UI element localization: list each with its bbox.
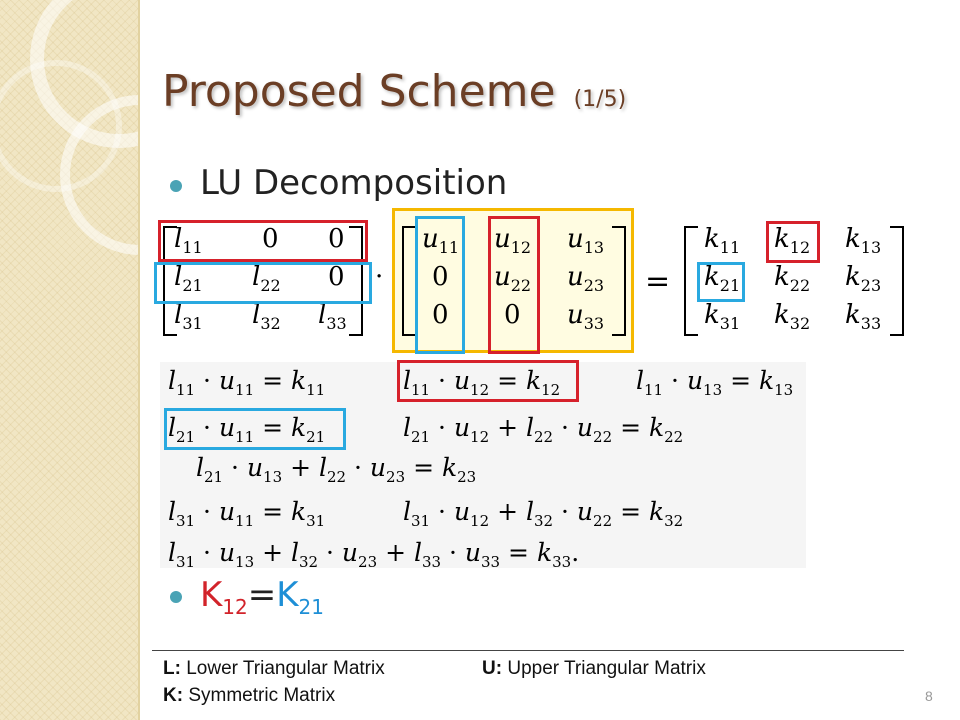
left-bracket [684, 226, 698, 336]
matrix-l-cell: l33 [318, 300, 347, 334]
bullet-lu-decomposition: LU Decomposition [200, 163, 508, 203]
k12-highlight [766, 221, 820, 263]
matrix-l-cell: 0 [328, 224, 345, 254]
k21-label: K21 [276, 575, 324, 619]
matrix-u-cell: u23 [567, 262, 605, 296]
page-number: 8 [925, 688, 933, 704]
matrix-u-cell: 0 [432, 262, 449, 292]
multiply-dot: · [375, 262, 384, 292]
right-bracket [612, 226, 626, 336]
matrix-k-cell: k23 [845, 262, 882, 296]
k21-highlight [697, 262, 745, 302]
matrix-k-cell: k31 [704, 300, 741, 334]
l-row2-highlight [154, 262, 372, 304]
legend-symmetric-text: Symmetric Matrix [188, 685, 336, 706]
matrix-u-cell: u11 [422, 224, 460, 258]
matrix-l-cell: l22 [252, 262, 281, 296]
matrix-l-cell: 0 [262, 224, 279, 254]
equation: l11 · u11 = k11 [168, 366, 326, 399]
symmetry-equals: = [247, 575, 277, 615]
eq-k12-highlight [397, 360, 579, 402]
legend-upper-key: U: [482, 658, 503, 679]
matrix-k-cell: k12 [774, 224, 811, 258]
matrix-k-cell: k33 [845, 300, 882, 334]
right-bracket [890, 226, 904, 336]
matrix-k-cell: k13 [845, 224, 882, 258]
k12-label: K12 [200, 575, 248, 619]
matrix-k-cell: k21 [704, 262, 741, 296]
equation: l11 · u13 = k13 [636, 366, 794, 399]
matrix-l-cell: l31 [174, 300, 203, 334]
bullet-dot [170, 591, 182, 603]
k21-subscript: 21 [298, 594, 324, 619]
equation: l31 · u11 = k31 [168, 497, 326, 530]
equation: l21 · u11 = k21 [168, 413, 326, 446]
l-row1-highlight [158, 220, 368, 262]
matrix-k-cell: k32 [774, 300, 811, 334]
matrix-l-cell: l21 [174, 262, 203, 296]
eq-k21-highlight [164, 408, 346, 450]
legend-symmetric: K: Symmetric Matrix [163, 685, 335, 707]
legend-lower: L: Lower Triangular Matrix [163, 658, 385, 680]
equation-block [160, 362, 806, 568]
equation: l11 · u12 = k12 [403, 366, 561, 399]
u-col1-highlight [415, 216, 465, 354]
matrix-k-cell: k11 [704, 224, 741, 258]
equation: l21 · u12 + l22 · u22 = k22 [403, 413, 684, 446]
legend-symmetric-key: K: [163, 685, 184, 706]
equals-sign: = [645, 264, 671, 299]
matrix-u-cell: 0 [504, 300, 521, 330]
right-bracket [349, 226, 363, 336]
matrix-u-cell: u33 [567, 300, 605, 334]
k12-letter: K [200, 575, 223, 615]
slide-title-counter: (1/5) [573, 87, 627, 112]
matrix-u-cell: u12 [494, 224, 532, 258]
bullet-dot [170, 180, 182, 192]
decorative-sidebar [0, 0, 140, 720]
matrix-u-cell: u13 [567, 224, 605, 258]
symmetry-statement: K12=K21 [200, 575, 324, 619]
equation: l21 · u13 + l22 · u23 = k23 [196, 453, 477, 486]
k21-letter: K [276, 575, 299, 615]
matrix-k-cell: k22 [774, 262, 811, 296]
matrix-u-cell: u22 [494, 262, 532, 296]
left-bracket [163, 226, 177, 336]
matrix-l-cell: l32 [252, 300, 281, 334]
decorative-circle [0, 60, 122, 192]
equation: l31 · u13 + l32 · u23 + l33 · u33 = k33. [168, 538, 580, 571]
u-col2-highlight [488, 216, 540, 354]
left-bracket [402, 226, 416, 336]
equation: l31 · u12 + l32 · u22 = k32 [403, 497, 684, 530]
footer-divider [152, 650, 904, 651]
slide-title: Proposed Scheme (1/5) [162, 66, 626, 117]
sidebar-edge [138, 0, 140, 720]
matrix-u-cell: 0 [432, 300, 449, 330]
k12-subscript: 12 [222, 594, 248, 619]
legend-lower-key: L: [163, 658, 181, 679]
legend-upper-text: Upper Triangular Matrix [507, 658, 706, 679]
legend-upper: U: Upper Triangular Matrix [482, 658, 706, 680]
matrix-l-cell: 0 [328, 262, 345, 292]
slide-title-main: Proposed Scheme [162, 66, 556, 117]
matrix-l-cell: l11 [174, 224, 203, 258]
u-matrix-highlight [392, 208, 634, 353]
legend-lower-text: Lower Triangular Matrix [186, 658, 385, 679]
